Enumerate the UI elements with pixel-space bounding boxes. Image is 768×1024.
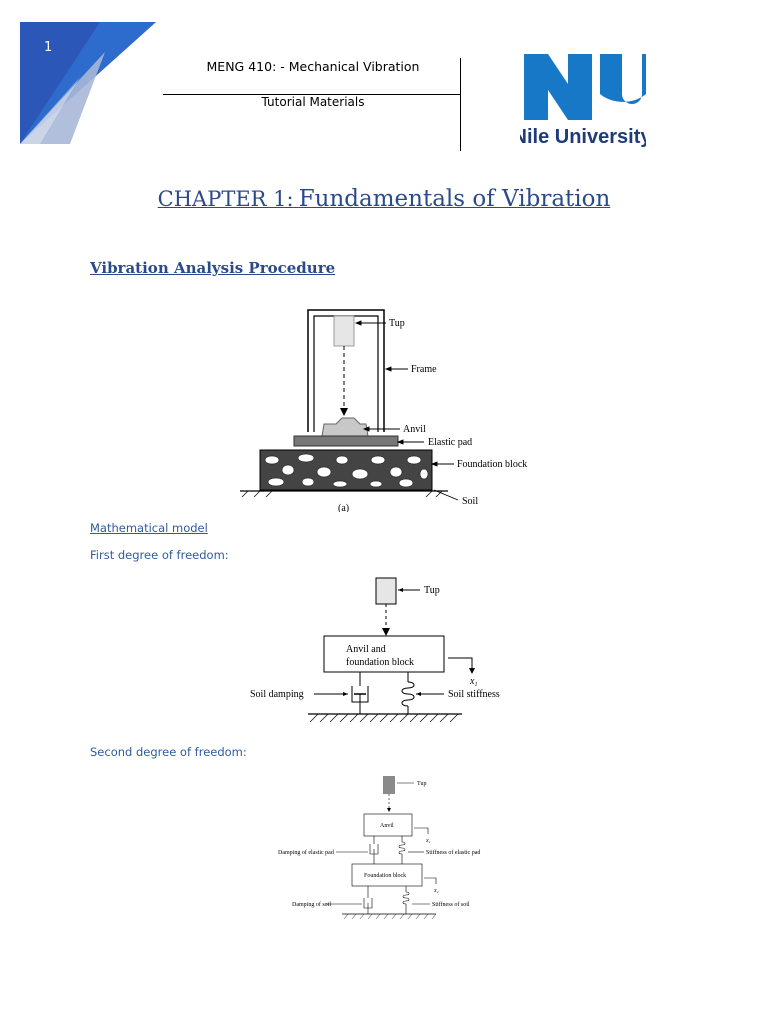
forging-hammer-figure: Tup Frame Anvil Elastic pad Foundation b…: [240, 309, 527, 512]
label-anvil: Anvil: [380, 823, 394, 829]
page-number: 1: [44, 40, 53, 55]
chapter-name: Fundamentals of Vibration: [298, 186, 611, 212]
label-damping-soil: Damping of soil: [292, 901, 331, 908]
label-tup: Tup: [424, 585, 440, 596]
label-anvil: Anvil: [403, 424, 426, 435]
chapter-prefix: CHAPTER 1:: [157, 187, 294, 211]
label-x1: x: [469, 676, 475, 687]
section-title: Vibration Analysis Procedure: [90, 259, 336, 277]
label-foundation-block: Foundation block: [364, 873, 406, 879]
math-model-heading: Mathematical model: [90, 521, 208, 535]
first-dof-heading: First degree of freedom:: [90, 548, 229, 562]
figure1-caption: (a): [338, 503, 349, 512]
header-divider: [163, 94, 461, 95]
label-soil-stiffness: Soil stiffness: [448, 689, 500, 700]
label-block-line1: Anvil and: [346, 644, 386, 655]
label-block-line2: foundation block: [346, 657, 414, 668]
header-corner-decoration: [20, 22, 156, 144]
label-stiffness-soil: Stiffness of soil: [432, 901, 470, 908]
label-x1-sub: 1: [474, 682, 477, 688]
nile-university-logo: Nile University: [520, 54, 646, 148]
header-vertical-divider: [460, 58, 461, 151]
two-dof-model-figure: Tup Anvil x₁ Damping of elastic pad Stif…: [278, 776, 480, 920]
label-x2: x₂: [433, 888, 439, 894]
label-tup: Tup: [417, 781, 426, 787]
second-dof-heading: Second degree of freedom:: [90, 745, 247, 759]
svg-text:x1: x1: [469, 676, 477, 688]
label-soil-damping: Soil damping: [250, 689, 304, 700]
single-dof-model-figure: Tup Anvil and foundation block x1 Soil d…: [250, 577, 500, 723]
label-soil: Soil: [462, 496, 478, 507]
label-x1: x₁: [425, 838, 431, 844]
label-frame: Frame: [411, 364, 437, 375]
label-damping-elastic-pad: Damping of elastic pad: [278, 849, 334, 856]
header-subtitle: Tutorial Materials: [261, 95, 365, 109]
label-tup: Tup: [389, 318, 405, 329]
logo-text: Nile University: [520, 126, 646, 148]
chapter-title: CHAPTER 1: Fundamentals of Vibration: [0, 186, 768, 212]
label-elastic-pad: Elastic pad: [428, 437, 472, 448]
label-stiffness-elastic-pad: Stiffness of elastic pad: [426, 849, 480, 856]
course-title: MENG 410: - Mechanical Vibration: [206, 59, 420, 74]
label-foundation-block: Foundation block: [457, 459, 527, 470]
